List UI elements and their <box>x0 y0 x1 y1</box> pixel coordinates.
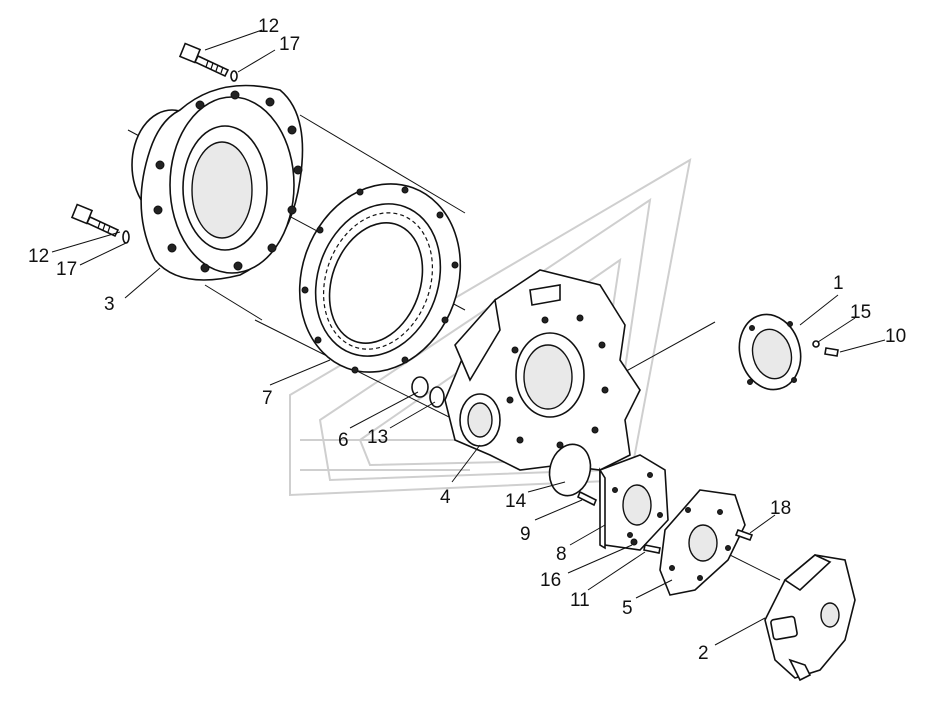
bolt-12-top <box>178 42 230 78</box>
label-14: 14 <box>505 491 527 512</box>
washer-17-top <box>230 70 238 82</box>
plate-8 <box>599 454 669 551</box>
disc-5 <box>659 489 746 596</box>
label-16: 16 <box>540 570 561 591</box>
bolt-16 <box>630 538 638 546</box>
washer-17-left <box>122 230 130 244</box>
label-9: 9 <box>520 524 531 545</box>
label-8: 8 <box>556 544 567 565</box>
seal-ring-13 <box>429 386 445 408</box>
plug-6 <box>411 376 429 398</box>
pin-18 <box>734 528 754 542</box>
label-18: 18 <box>770 498 791 519</box>
label-2: 2 <box>698 643 709 664</box>
end-cover-2 <box>764 554 856 682</box>
bolt-10 <box>824 347 839 357</box>
label-12-left: 12 <box>28 246 49 267</box>
label-13: 13 <box>367 427 388 448</box>
cap-1 <box>738 313 802 391</box>
leader-lines <box>51 29 886 646</box>
label-11: 11 <box>570 590 590 611</box>
part-labels: 12 17 12 17 3 7 6 13 4 14 9 8 16 11 5 18… <box>28 16 906 664</box>
cover-flange-3 <box>131 84 304 281</box>
gasket-14 <box>548 443 592 497</box>
label-10: 10 <box>885 326 906 347</box>
washer-15 <box>812 340 820 348</box>
pin-9 <box>576 490 598 507</box>
label-5: 5 <box>622 598 633 619</box>
label-6: 6 <box>338 430 349 451</box>
ring-gear-7 <box>298 183 462 374</box>
label-3: 3 <box>104 294 115 315</box>
bolt-12-left <box>70 203 120 238</box>
label-15: 15 <box>850 302 871 323</box>
label-1: 1 <box>833 273 844 294</box>
label-4: 4 <box>440 487 451 508</box>
label-12-top: 12 <box>258 16 279 37</box>
housing-4 <box>444 269 641 471</box>
label-17-left: 17 <box>56 259 77 280</box>
bolt-11 <box>643 544 661 554</box>
label-17-top: 17 <box>279 34 300 55</box>
label-7: 7 <box>262 388 273 409</box>
